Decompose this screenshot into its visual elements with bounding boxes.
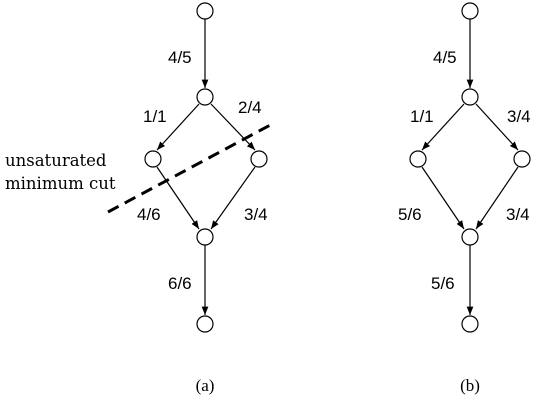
node-b-left — [409, 150, 427, 168]
node-a-source — [196, 2, 214, 20]
diagram-a: 4/5 1/1 2/4 4/6 3/4 6/6 unsaturated mini… — [5, 2, 275, 395]
edge-label-b-source-to-top: 4/5 — [433, 48, 457, 67]
edge-label-b-top-to-left: 1/1 — [410, 107, 434, 126]
node-b-source — [461, 2, 479, 20]
minimum-cut-line — [107, 121, 275, 214]
edge-label-a-left-to-bottom: 4/6 — [137, 205, 161, 224]
edge-label-b-top-to-right: 3/4 — [507, 107, 531, 126]
edge-a-top-to-left — [156, 103, 200, 151]
node-b-top — [461, 88, 479, 106]
node-a-bottom — [196, 228, 214, 246]
edge-label-a-top-to-right: 2/4 — [238, 98, 262, 117]
node-b-right — [513, 150, 531, 168]
edge-label-a-source-to-top: 4/5 — [168, 48, 192, 67]
edge-label-a-right-to-bottom: 3/4 — [244, 205, 268, 224]
edge-label-b-bottom-to-sink: 5/6 — [431, 274, 455, 293]
caption-a: (a) — [196, 376, 215, 395]
cut-annotation-line1: unsaturated — [5, 151, 107, 170]
node-a-right — [250, 150, 268, 168]
node-a-top — [196, 88, 214, 106]
node-b-bottom — [461, 228, 479, 246]
edge-label-b-left-to-bottom: 5/6 — [398, 205, 422, 224]
edge-label-a-top-to-left: 1/1 — [143, 107, 167, 126]
edge-b-left-to-bottom — [421, 166, 465, 230]
diagram-b: 4/5 1/1 3/4 5/6 3/4 5/6 (b) — [398, 2, 531, 395]
cut-annotation-line2: minimum cut — [5, 174, 116, 193]
edge-b-right-to-bottom — [475, 166, 519, 230]
edge-a-top-to-right — [210, 103, 256, 151]
edge-a-left-to-bottom — [156, 166, 200, 230]
node-a-left — [144, 150, 162, 168]
node-b-sink — [461, 315, 479, 333]
edge-a-right-to-bottom — [210, 166, 256, 230]
edge-b-top-to-right — [475, 103, 519, 151]
node-a-sink — [196, 315, 214, 333]
edge-label-a-bottom-to-sink: 6/6 — [168, 274, 192, 293]
edge-b-top-to-left — [421, 103, 465, 151]
edge-label-b-right-to-bottom: 3/4 — [506, 205, 530, 224]
caption-b: (b) — [460, 376, 480, 395]
